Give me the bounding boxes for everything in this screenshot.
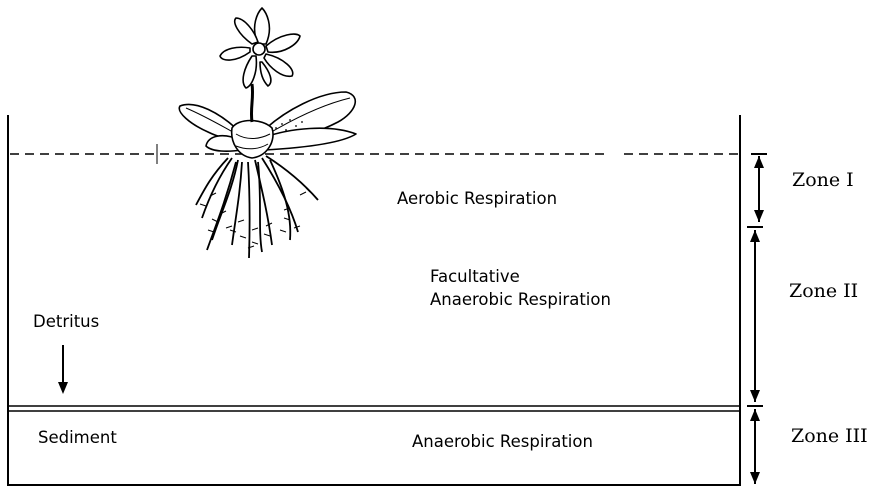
zone-1-arrow <box>751 154 767 222</box>
plant-flower <box>220 8 300 88</box>
plant-crown <box>232 121 273 159</box>
facultative-label-line-1: Facultative <box>430 267 520 286</box>
anaerobic-respiration-label: Anaerobic Respiration <box>412 432 593 451</box>
zone-2-label: Zone II <box>789 280 858 302</box>
zone-1-label: Zone I <box>792 169 854 191</box>
detritus-arrow <box>58 345 68 394</box>
aquatic-plant-illustration <box>179 8 356 258</box>
plant-stem <box>251 84 252 122</box>
aerobic-respiration-label: Aerobic Respiration <box>397 189 557 208</box>
facultative-label-line-2: Anaerobic Respiration <box>430 290 611 309</box>
zone-3-arrow <box>747 406 763 484</box>
zone-3-label: Zone III <box>791 425 868 447</box>
plant-roots <box>196 156 318 258</box>
zone-2-arrow <box>747 227 763 402</box>
detritus-label: Detritus <box>33 312 99 331</box>
sediment-label: Sediment <box>38 428 117 447</box>
